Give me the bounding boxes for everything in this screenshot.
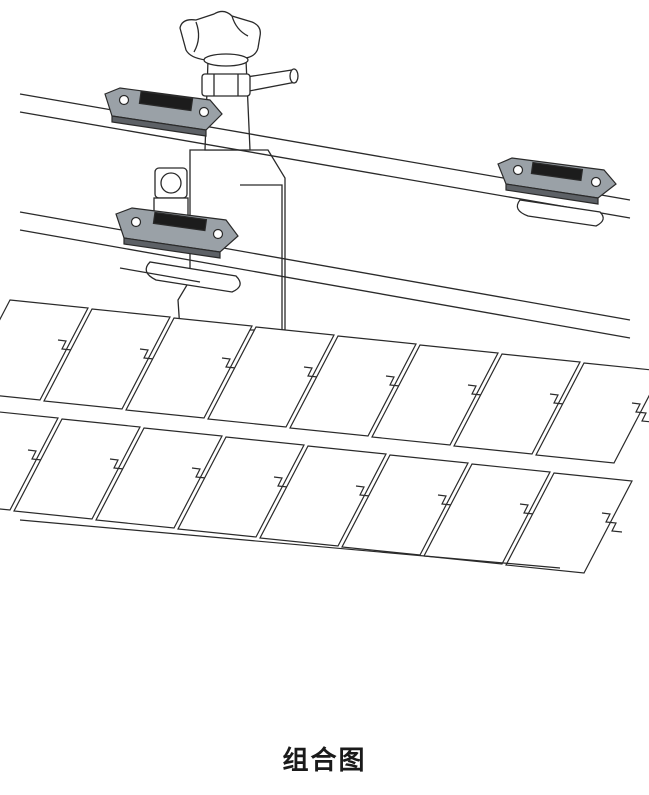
chain-hinge [601, 512, 623, 533]
chain-plate [95, 427, 223, 529]
chain-plate [535, 362, 649, 464]
chain-plate [43, 308, 171, 410]
chain-plate [505, 472, 633, 574]
chain-plate [177, 436, 305, 538]
chain-plate [125, 317, 253, 419]
star-knob-icon [179, 10, 261, 67]
conveyor-chain [0, 299, 649, 574]
chain-plate [423, 463, 551, 565]
assembly-illustration [0, 10, 649, 574]
chain-plate [453, 353, 581, 455]
chain-plate [0, 299, 89, 401]
chain-plate [207, 326, 335, 428]
chain-plate [371, 344, 499, 446]
guide-rails [19, 93, 631, 339]
figure-caption: 组合图 [282, 746, 367, 776]
chain-plate [289, 335, 417, 437]
chain-plate [13, 418, 141, 520]
chain-hinge [631, 402, 649, 423]
chain-plate [259, 445, 387, 547]
conveyor-base [19, 519, 561, 569]
chain-plate [0, 411, 59, 511]
bracket-icon [104, 87, 617, 259]
